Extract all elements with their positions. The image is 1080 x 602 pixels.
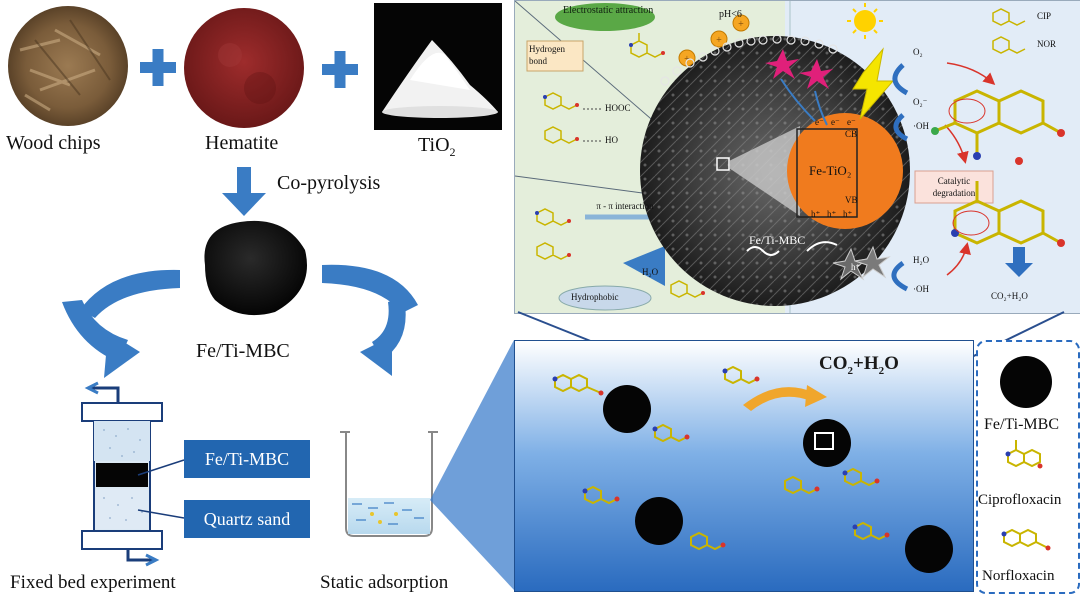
co-pyrolysis-label: Co-pyrolysis <box>277 172 381 194</box>
mechanism-panel: +++ <box>514 0 1080 314</box>
cb-label: CB <box>845 129 858 139</box>
hooc-label: HOOC <box>605 103 631 113</box>
mechanism-graphic: +++ <box>515 1 1065 313</box>
h2o-subscript: 2 <box>878 364 885 377</box>
co2-text: CO <box>819 353 848 374</box>
wood-chips-label: Wood chips <box>6 132 101 154</box>
fixed-bed-label: Fixed bed experiment <box>10 572 176 593</box>
electron-label-3: e⁻ <box>847 117 856 127</box>
tio2-text: TiO <box>418 134 450 156</box>
electron-label-2: e⁻ <box>831 117 840 127</box>
plus-h-text: +H <box>853 353 879 374</box>
hematite-image <box>184 8 304 128</box>
legend-norfloxacin: Norfloxacin <box>982 568 1055 584</box>
pi-pi-label: π - π interaction <box>596 201 654 211</box>
plus-icon-2 <box>322 51 358 88</box>
static-adsorption-label: Static adsorption <box>320 572 449 593</box>
co-pyrolysis-arrow <box>222 167 266 216</box>
o-text: O <box>884 353 899 374</box>
vb-label: VB <box>845 195 858 205</box>
tio2-image <box>374 3 502 130</box>
svg-text:+: + <box>716 35 722 46</box>
cip-label: CIP <box>1037 11 1052 21</box>
hole-label-star: h⁺ <box>851 262 861 272</box>
hole-label-2: h⁺ <box>827 209 837 219</box>
synthesis-graphic <box>8 3 502 567</box>
legend-fe-ti-mbc: Fe/Ti-MBC <box>984 416 1059 433</box>
catalytic-label: Catalytic degradation <box>932 176 976 198</box>
biochar-image <box>204 220 307 316</box>
co2-h2o-label: CO2+H2O <box>819 353 899 377</box>
tio2-label: TiO2 <box>418 134 456 160</box>
electron-label-1: e⁻ <box>815 117 824 127</box>
oh-label-2: ·OH <box>913 284 929 294</box>
svg-text:+: + <box>738 19 744 30</box>
fixed-bed-column <box>81 381 185 567</box>
plus-icon-1 <box>140 49 176 86</box>
legend-ciprofloxacin: Ciprofloxacin <box>978 492 1062 508</box>
legend-graphic <box>1000 356 1052 551</box>
hole-label-3: h⁺ <box>843 209 853 219</box>
oh-label-1: ·OH <box>913 121 929 131</box>
hydrophobic-label: Hydrophobic <box>571 292 619 302</box>
co2-h2o-small-label: CO₂+H₂O <box>991 291 1028 301</box>
tio2-subscript: 2 <box>449 145 456 159</box>
o2-label: O₂ <box>913 47 923 57</box>
h2o-right-label: H₂O <box>913 255 930 265</box>
h2o-left-label: H₂O <box>642 267 659 277</box>
legend-box: Fe/Ti-MBC Ciprofloxacin Norfloxacin <box>976 340 1080 594</box>
solution-panel: CO2+H2O <box>514 340 974 592</box>
wood-chips-image <box>8 6 128 126</box>
nor-label: NOR <box>1037 39 1057 49</box>
electrostatic-label: Electrostatic attraction <box>563 5 654 16</box>
curved-arrow-left <box>62 269 180 378</box>
ho-label: HO <box>605 135 618 145</box>
hole-label-1: h⁺ <box>811 209 821 219</box>
curved-arrow-right <box>322 264 418 376</box>
column-label-sand: Quartz sand <box>184 500 310 538</box>
hematite-label: Hematite <box>205 132 279 154</box>
o2-radical-label: O₂⁻ <box>913 97 928 107</box>
column-label-biochar: Fe/Ti-MBC <box>184 440 310 478</box>
fe-ti-mbc-product-label: Fe/Ti-MBC <box>196 340 290 362</box>
fe-ti-mbc-sem-label: Fe/Ti-MBC <box>749 233 806 247</box>
co2-subscript: 2 <box>847 364 854 377</box>
hydrogen-bond-label: Hydrogen bond <box>529 44 565 66</box>
solution-graphic <box>552 365 953 573</box>
ph-label: pH<6 <box>719 9 742 20</box>
fe-tio2-label: Fe-TiO₂ <box>809 163 852 178</box>
beaker <box>340 431 438 537</box>
